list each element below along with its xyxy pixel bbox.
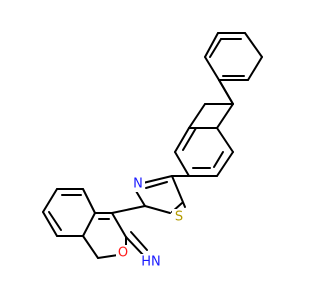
phenyl-top-bond bbox=[247, 56, 263, 81]
pyran-bond bbox=[82, 212, 96, 237]
bonds-group bbox=[42, 32, 263, 259]
phenyl-mid-bond bbox=[218, 79, 234, 105]
o-pyran-label: O bbox=[118, 246, 128, 261]
thiazole-chromene-link-bond bbox=[111, 205, 146, 214]
phenyl-top-inner-bond bbox=[209, 38, 222, 58]
n-thiazole-label: N bbox=[133, 177, 143, 192]
benzo-inner-bond bbox=[48, 211, 62, 231]
pyran-bond bbox=[111, 212, 127, 238]
phenyl-mid-inner-bond bbox=[213, 151, 224, 168]
benzo-bond bbox=[42, 188, 58, 213]
thiazole-bond bbox=[171, 175, 186, 208]
o-pyran-label-bg bbox=[116, 245, 130, 261]
structure-diagram: N S O HN bbox=[42, 32, 263, 270]
s-thiazole-label: S bbox=[175, 210, 183, 225]
imine-bond-bond bbox=[125, 236, 146, 258]
pyran-bond bbox=[97, 254, 119, 259]
thiazole-bond bbox=[142, 175, 173, 184]
n-thiazole-label-bg bbox=[131, 176, 145, 192]
pyran-bond bbox=[82, 235, 99, 259]
phenyl-top-bond bbox=[244, 32, 263, 58]
imine-bond-inner-bond bbox=[130, 231, 148, 251]
phenyl-mid-inner-bond bbox=[182, 127, 197, 151]
phenyl-mid-bond bbox=[216, 127, 234, 153]
imine-label: HN bbox=[141, 255, 161, 270]
phenyl-mid-bond bbox=[174, 127, 190, 153]
thiazole-bond bbox=[144, 205, 171, 214]
benzo-bond bbox=[42, 211, 58, 237]
phenyl-top-bond bbox=[204, 56, 220, 81]
thiazole-inner-bond bbox=[145, 181, 168, 189]
phenyl-mid-bond bbox=[174, 151, 190, 177]
molecule-canvas: N S O HN bbox=[42, 32, 263, 270]
phenyl-mid-bond bbox=[188, 103, 206, 129]
imine-label-bg bbox=[139, 254, 163, 270]
phenyl-top-bond bbox=[204, 32, 219, 58]
s-thiazole-label-bg bbox=[172, 209, 186, 225]
benzo-bond bbox=[82, 188, 96, 214]
phenyl-mid-bond bbox=[216, 103, 234, 129]
atom-labels-group: N S O HN bbox=[116, 176, 186, 270]
phenyl-mid-bond bbox=[216, 151, 234, 177]
